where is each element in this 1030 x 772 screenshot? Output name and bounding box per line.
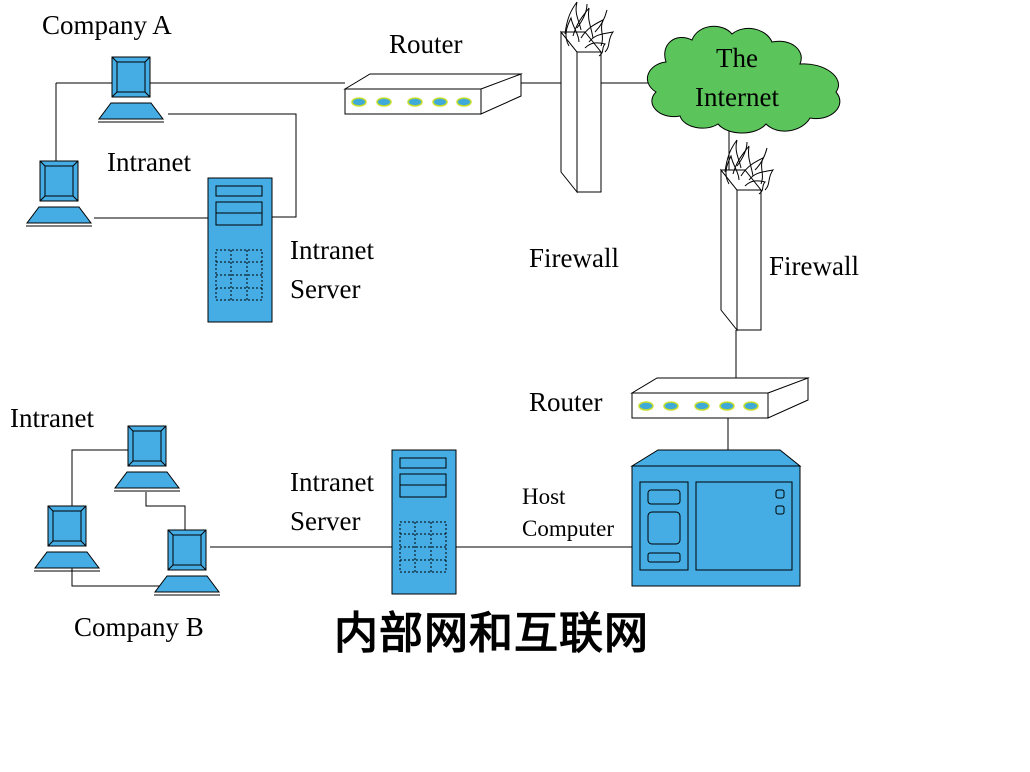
intranet-server-a-icon — [207, 177, 273, 323]
firewall-right-label: Firewall — [769, 251, 859, 281]
internet-label-line2: Internet — [695, 82, 779, 112]
host-computer-label-line1: Host — [522, 484, 566, 509]
router-right-label: Router — [529, 387, 603, 417]
intranet-server-b-icon — [391, 449, 457, 595]
company-b-workstation-icon — [33, 505, 101, 572]
router-right-icon — [631, 377, 809, 419]
company-b-workstation-icon — [113, 425, 181, 492]
intranet-server-b-label-line2: Server — [290, 506, 361, 536]
company-a-workstation-icon — [25, 160, 93, 227]
intranet-server-b-label-line1: Intranet — [290, 467, 374, 497]
company-a-label: Company A — [42, 10, 172, 40]
internet-label-line1: The — [716, 43, 758, 73]
connection-lines — [55, 82, 737, 587]
router-top-label: Router — [389, 29, 463, 59]
intranet-a-label: Intranet — [107, 147, 191, 177]
company-b-label: Company B — [74, 612, 204, 642]
intranet-server-a-label-line2: Server — [290, 274, 361, 304]
diagram-title: 内部网和互联网 — [334, 608, 649, 659]
intranet-b-label: Intranet — [10, 403, 94, 433]
intranet-server-a-label-line1: Intranet — [290, 235, 374, 265]
firewall-left-label: Firewall — [529, 243, 619, 273]
internet-cloud-icon — [646, 25, 841, 134]
host-computer-icon — [630, 449, 802, 587]
firewall-left-icon — [560, 1, 614, 193]
router-top-icon — [344, 73, 522, 115]
company-b-workstation-icon — [153, 529, 221, 596]
host-computer-label-line2: Computer — [522, 516, 614, 541]
company-a-workstation-icon — [97, 56, 165, 123]
